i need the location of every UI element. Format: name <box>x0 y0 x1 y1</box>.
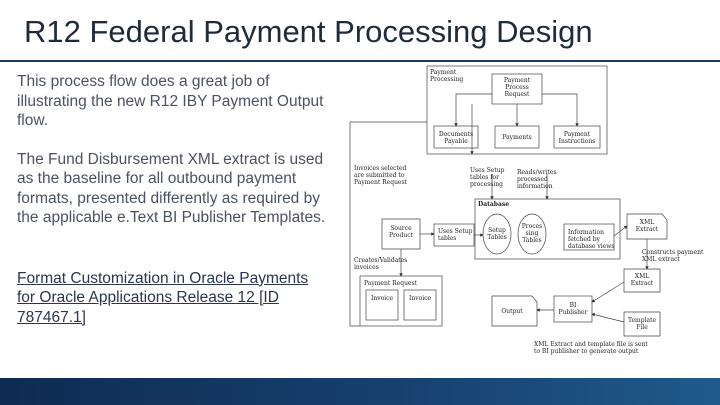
information-fetched-box <box>563 223 615 251</box>
bi-publisher-box <box>553 295 593 323</box>
title-divider <box>0 60 720 62</box>
template-file-box <box>623 311 661 337</box>
invoice-1-box <box>365 289 399 321</box>
paragraph-2: The Fund Disbursement XML extract is use… <box>17 150 326 227</box>
source-product-box <box>381 218 421 250</box>
output-label: Output <box>501 308 523 315</box>
database-label: Database <box>478 201 509 208</box>
processing-tables-cylinder <box>517 213 547 255</box>
footer-bar <box>0 378 720 405</box>
payments-label: Payments <box>502 134 531 141</box>
invoice-2-box <box>403 289 437 321</box>
xml-extract-top-box <box>626 213 668 240</box>
payment-request-label: Payment Request <box>364 280 418 287</box>
invoice-1-label: Invoice <box>371 295 394 302</box>
support-note-link[interactable]: Format Customization in Oracle Payments … <box>17 269 309 326</box>
output-box <box>491 295 538 327</box>
paragraph-1: This process flow does a great job of il… <box>17 73 324 129</box>
payment-process-request-box <box>491 73 543 105</box>
slide-title: R12 Federal Payment Processing Design <box>24 14 593 49</box>
body-text: This process flow does a great job of il… <box>17 72 327 327</box>
invoice-2-label: Invoice <box>409 295 432 302</box>
